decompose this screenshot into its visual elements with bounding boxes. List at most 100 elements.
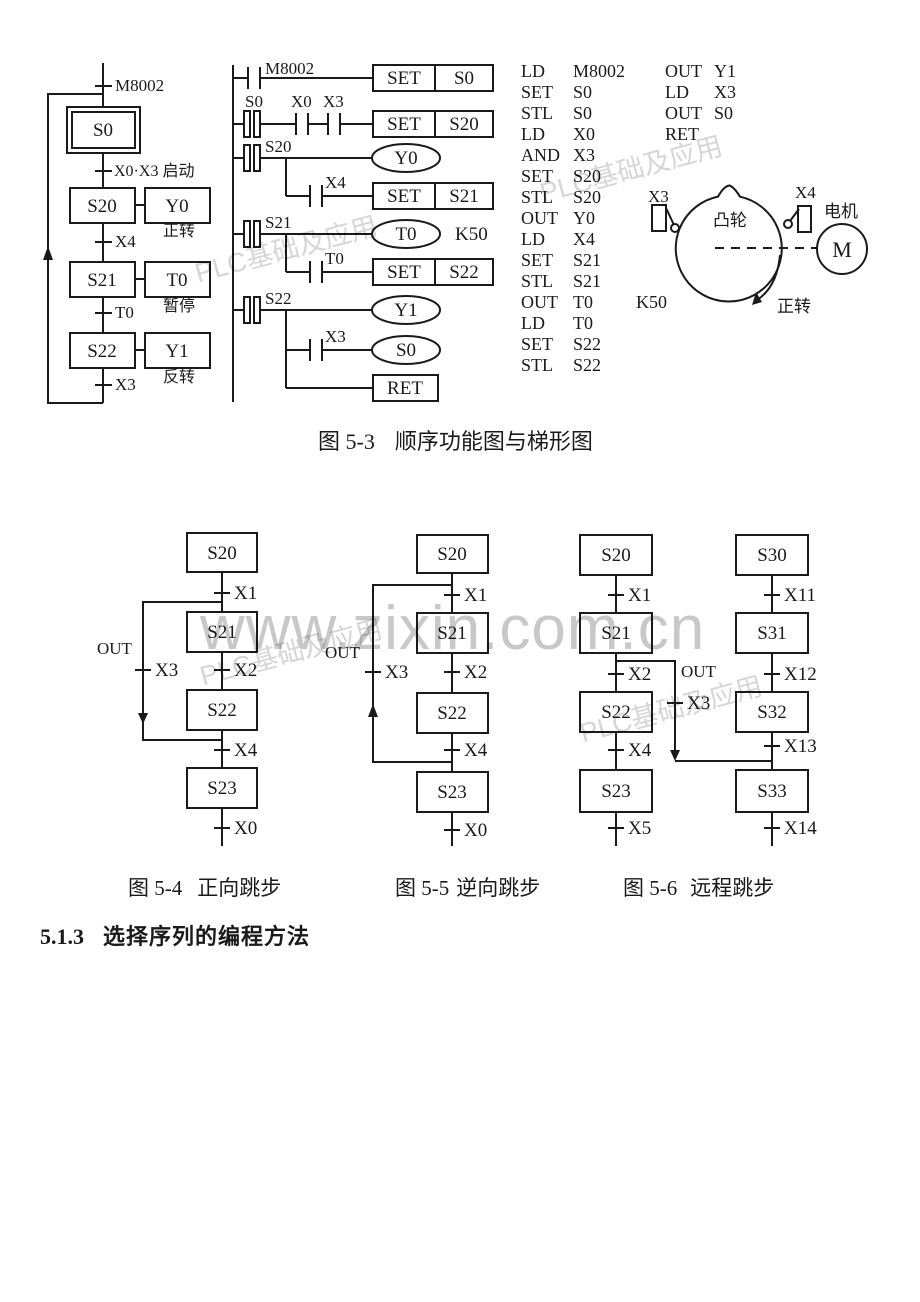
program-op: OUT [665,61,702,81]
out-label: OUT [325,643,361,662]
program-op: SET [521,166,554,186]
transition-label: X5 [628,818,651,839]
limit-switch-label: X4 [795,183,816,202]
action-box-t0 [144,261,211,298]
step-box [416,771,489,813]
transition-label: X12 [784,664,817,685]
step-label: S21 [437,623,467,644]
program-operand: M8002 [573,61,626,81]
program-operand: S20 [573,187,602,207]
fig55-sfc-diagram: X1 X2 X4 X0 X3 OUT S20 S21 S22 S23 [325,534,489,846]
sfc-step-label: S22 [87,341,117,362]
stl-contact-icon [243,220,251,248]
step-box [579,691,653,733]
step-box [186,532,258,573]
motor-letter: M [832,237,852,262]
fig53-cam-motor-diagram: X3 凸轮 X4 电机 M 正转 [648,183,868,316]
transition-label: X1 [234,583,257,604]
step-box-s20 [69,187,136,224]
fig53-caption-title: 顺序功能图与梯形图 [394,429,593,454]
action-box-y1 [144,332,211,369]
set-operand: S21 [449,186,479,207]
sfc-action-label: Y0 [165,196,188,217]
step-label: S22 [601,702,631,723]
step-box [579,612,653,654]
ret-box [372,374,439,402]
stl-contact-icon [253,296,261,324]
program-op: LD [521,61,545,81]
sfc-step-label: S21 [87,270,117,291]
program-operand: S21 [573,271,602,291]
program-operand: S0 [573,82,593,102]
program-op: OUT [521,208,558,228]
sfc-transition-label: X4 [115,232,136,251]
sfc-transition-label: X0·X3 启动 [114,162,194,180]
set-operand: S20 [449,114,479,135]
program-operand: S22 [573,355,602,375]
fig54-caption-number: 图 5-4 [128,876,183,900]
sfc-transition-label: T0 [115,303,134,322]
step-box [735,534,809,576]
program-row: RET [665,124,736,145]
set-box [372,110,494,138]
program-operand: T0 [573,313,593,333]
program-operand: S0 [573,103,593,123]
transition-label: X0 [234,818,257,839]
section-number: 5.1.3 [40,924,84,949]
program-op: AND [521,145,560,165]
step-label: S31 [757,623,787,644]
program-op: RET [665,124,699,144]
coil-icon [371,143,441,173]
motor-name-label: 电机 [824,202,858,221]
transition-label: X13 [784,736,817,757]
transition-label: X4 [234,740,258,761]
set-box [372,182,494,210]
program-operand: S21 [573,250,602,270]
step-box-s22 [69,332,136,369]
contact-label: X3 [325,327,346,346]
contact-label: T0 [325,249,344,268]
contact-label: S0 [245,92,263,111]
transition-label: X1 [464,585,487,606]
sfc-action-note: 反转 [163,368,195,386]
transition-label: X2 [234,660,257,681]
coil-label: T0 [395,224,416,245]
program-op: LD [521,124,545,144]
step-box [186,689,258,731]
transition-label: X4 [628,740,652,761]
rotation-label: 正转 [777,297,811,316]
transition-label: X2 [628,664,651,685]
step-label: S23 [601,781,631,802]
fig56-caption-title: 远程跳步 [690,876,775,900]
program-operand: Y1 [714,61,736,81]
set-operand: S0 [454,68,474,89]
jump-transition-label: X3 [385,662,408,683]
cam-shape [674,184,783,303]
program-operand: S0 [714,103,734,123]
contact-label: M8002 [265,59,314,78]
ret-label: RET [387,378,423,399]
fig56-sfc-diagram: X1 X2 X4 X5 X11 X12 X13 X14 OUT X3 S20 S… [579,534,817,846]
jump-transition-label: X3 [687,693,710,714]
jump-branch-line [616,660,676,757]
set-opcode: SET [387,68,421,89]
rotation-arrow-icon [752,292,762,305]
program-operand: S22 [573,334,602,354]
step-label: S23 [207,778,237,799]
sfc-transition-label: X3 [115,375,136,394]
timer-constant: K50 [455,224,488,245]
coil-label: S0 [396,340,416,361]
